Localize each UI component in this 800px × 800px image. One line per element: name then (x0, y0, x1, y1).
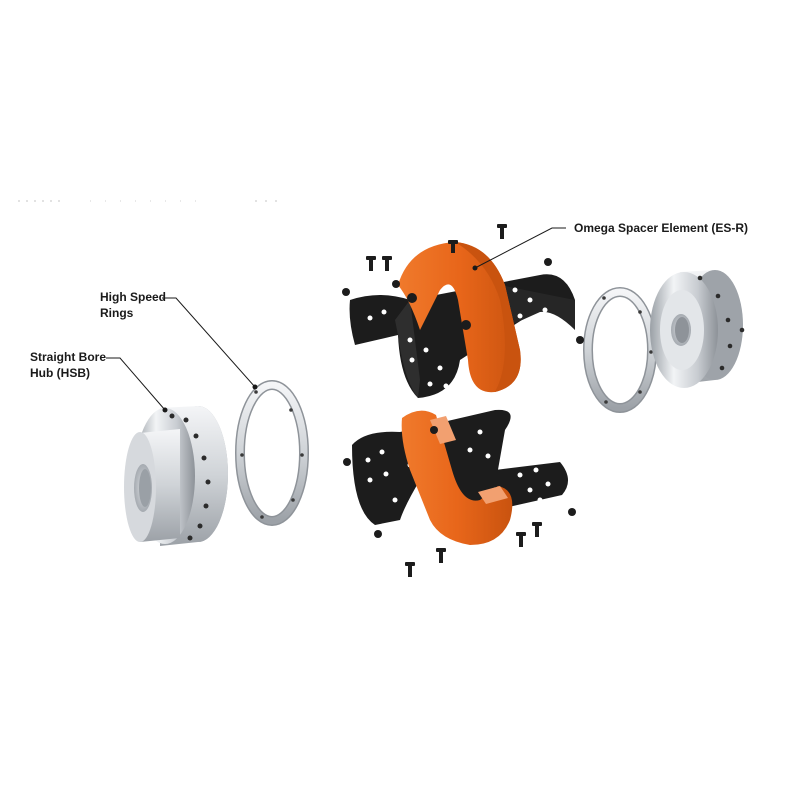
callout-straight-bore-hub: Straight Bore Hub (HSB) (30, 349, 106, 381)
screw (342, 288, 350, 296)
screw (382, 256, 392, 271)
straight-bore-hub-left (124, 406, 228, 546)
high-speed-ring-right (583, 287, 657, 413)
callout-hub-line1: Straight Bore (30, 350, 107, 364)
screw (544, 258, 552, 266)
callout-rings-line2: Rings (100, 306, 134, 320)
callout-high-speed-rings: High Speed Rings (100, 289, 166, 321)
screw (343, 458, 351, 466)
screw (497, 224, 507, 239)
omega-spacer-element-lower (401, 410, 513, 545)
omega-spacer-element-upper (398, 242, 521, 393)
leader-dot-rings (252, 384, 258, 390)
screw (568, 508, 576, 516)
screw (576, 336, 584, 344)
leader-dots (162, 265, 478, 413)
screw (436, 548, 446, 563)
callout-hub-line2: Hub (HSB) (30, 366, 90, 380)
leader-hub (106, 357, 166, 411)
callout-spacer-line1: Omega Spacer Element (ES-R) (574, 221, 749, 235)
leader-lines (106, 227, 566, 411)
upper-shell-half (349, 274, 575, 398)
screw (448, 240, 458, 253)
callout-rings-line1: High Speed (100, 290, 167, 304)
screw (392, 280, 400, 288)
leader-rings (162, 297, 256, 388)
screw (516, 532, 526, 547)
leader-dot-hub (162, 407, 168, 413)
straight-bore-hub-right (650, 270, 745, 388)
screw (405, 562, 415, 577)
high-speed-ring-left (235, 380, 309, 526)
screw (374, 530, 382, 538)
callout-omega-spacer-element: Omega Spacer Element (ES-R) (574, 220, 748, 236)
screws (342, 224, 584, 577)
leader-spacer (474, 227, 566, 269)
screw (532, 522, 542, 537)
screw (366, 256, 376, 271)
leader-dot-spacer (472, 265, 478, 271)
